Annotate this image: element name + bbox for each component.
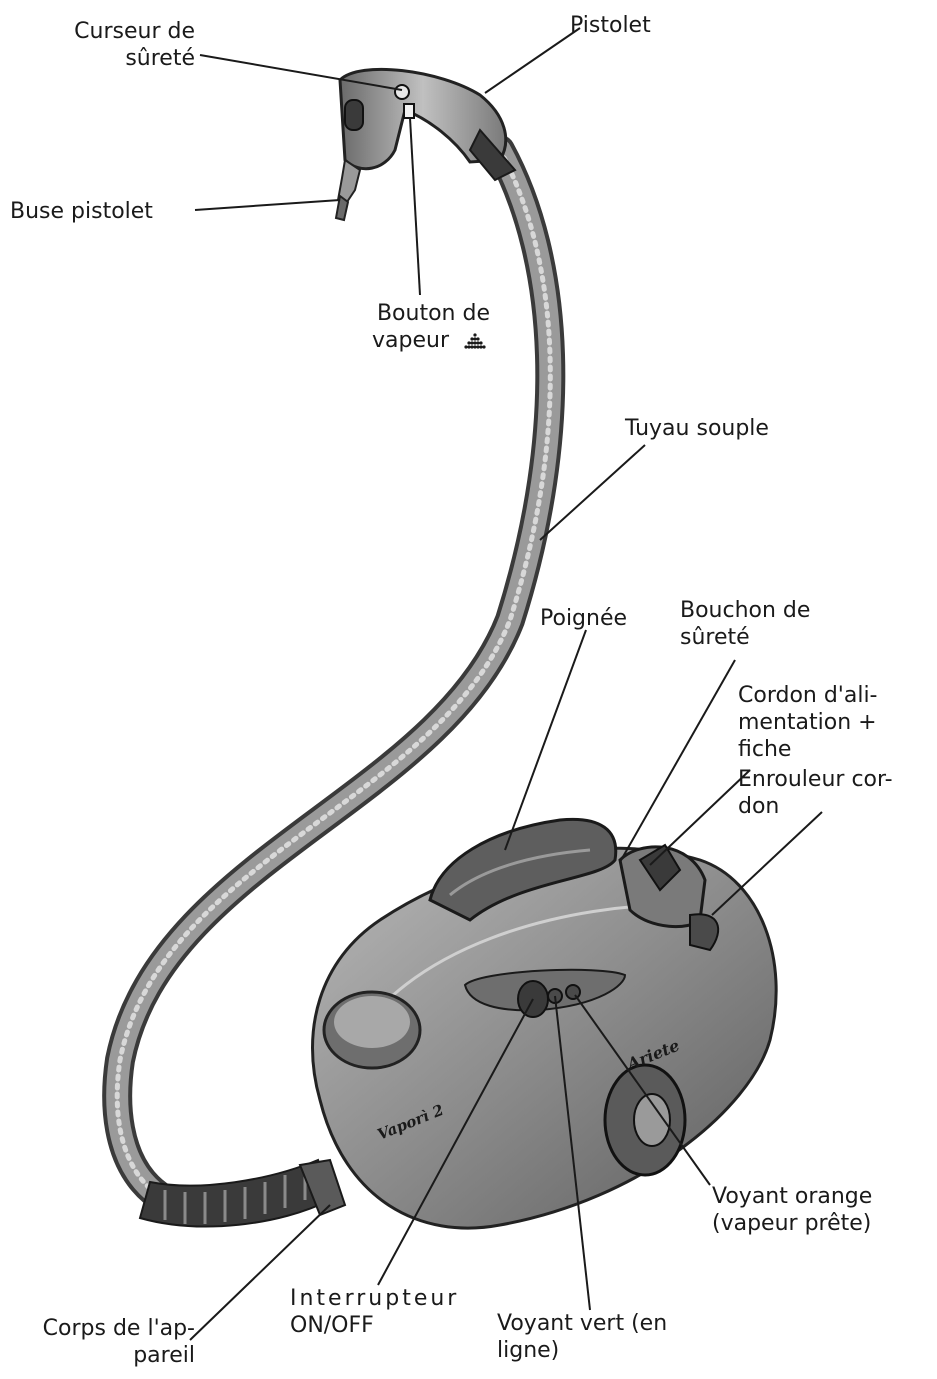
label-interrupteur-on-off: Interrupteur ON/OFF — [290, 1286, 460, 1338]
steam-dots-icon — [464, 333, 486, 349]
hose-connector — [138, 1158, 347, 1228]
leader-interrupteur — [377, 998, 534, 1286]
steam-gun — [338, 67, 517, 182]
gun-nozzle — [334, 158, 362, 222]
label-bouton-de-vapeur: Bouton de vapeur — [372, 301, 490, 353]
leader-voyant-orange — [574, 994, 711, 1186]
flexible-hose — [102, 135, 566, 1227]
wheel — [603, 1063, 687, 1177]
label-bouchon-de-surete: Bouchon de sûreté — [680, 598, 811, 650]
label-voyant-orange: Voyant orange (vapeur prête) — [712, 1184, 873, 1236]
label-curseur-de-surete: Curseur de sûreté — [74, 19, 195, 71]
leader-corps — [189, 1204, 331, 1341]
label-tuyau-souple: Tuyau souple — [625, 416, 769, 441]
rear-cap-area — [618, 843, 720, 952]
leader-curseur — [199, 54, 403, 91]
leader-bouchon — [619, 659, 736, 863]
carrying-handle — [428, 817, 618, 922]
leader-bouton — [409, 117, 421, 296]
label-enrouleur-cordon: Enrouleur cor- don — [738, 767, 893, 819]
label-buse-pistolet: Buse pistolet — [10, 199, 153, 224]
leader-pistolet — [484, 27, 581, 94]
appliance-body — [311, 846, 778, 1230]
leader-cordon — [649, 769, 751, 866]
label-voyant-vert: Voyant vert (en ligne) — [497, 1311, 668, 1363]
leader-tuyau — [539, 444, 646, 541]
leader-enrouleur — [711, 811, 823, 916]
leader-voyant-vert — [554, 995, 591, 1311]
leader-poignee — [504, 629, 587, 851]
label-corps-de-l-appareil: Corps de l'ap- pareil — [42, 1316, 195, 1368]
label-cordon-alimentation: Cordon d'ali- mentation + fiche — [738, 683, 878, 762]
label-poignee: Poignée — [540, 606, 628, 631]
label-pistolet: Pistolet — [570, 13, 651, 38]
leader-lines — [189, 27, 823, 1341]
leader-buse — [194, 199, 341, 211]
